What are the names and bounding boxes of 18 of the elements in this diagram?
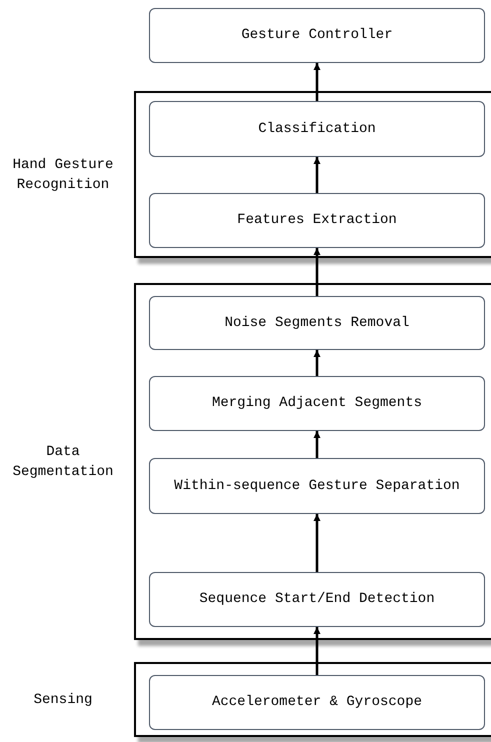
arrow [314, 63, 320, 101]
group-label: Hand Gesture Recognition [12, 156, 114, 194]
arrow [314, 157, 320, 193]
group-label: Sensing [32, 690, 94, 710]
arrow [314, 350, 320, 376]
group-label: Data Segmentation [12, 442, 114, 482]
process-box: Gesture Controller [149, 8, 485, 63]
process-box: Noise Segments Removal [149, 296, 485, 350]
arrow [314, 514, 320, 572]
arrow [314, 627, 320, 675]
process-box: Merging Adjacent Segments [149, 376, 485, 431]
arrow [314, 431, 320, 458]
arrow [314, 248, 320, 296]
process-box: Classification [149, 101, 485, 157]
process-box: Sequence Start/End Detection [149, 572, 485, 627]
process-box: Accelerometer & Gyroscope [149, 675, 485, 730]
process-box: Features Extraction [149, 193, 485, 248]
process-box: Within-sequence Gesture Separation [149, 458, 485, 514]
